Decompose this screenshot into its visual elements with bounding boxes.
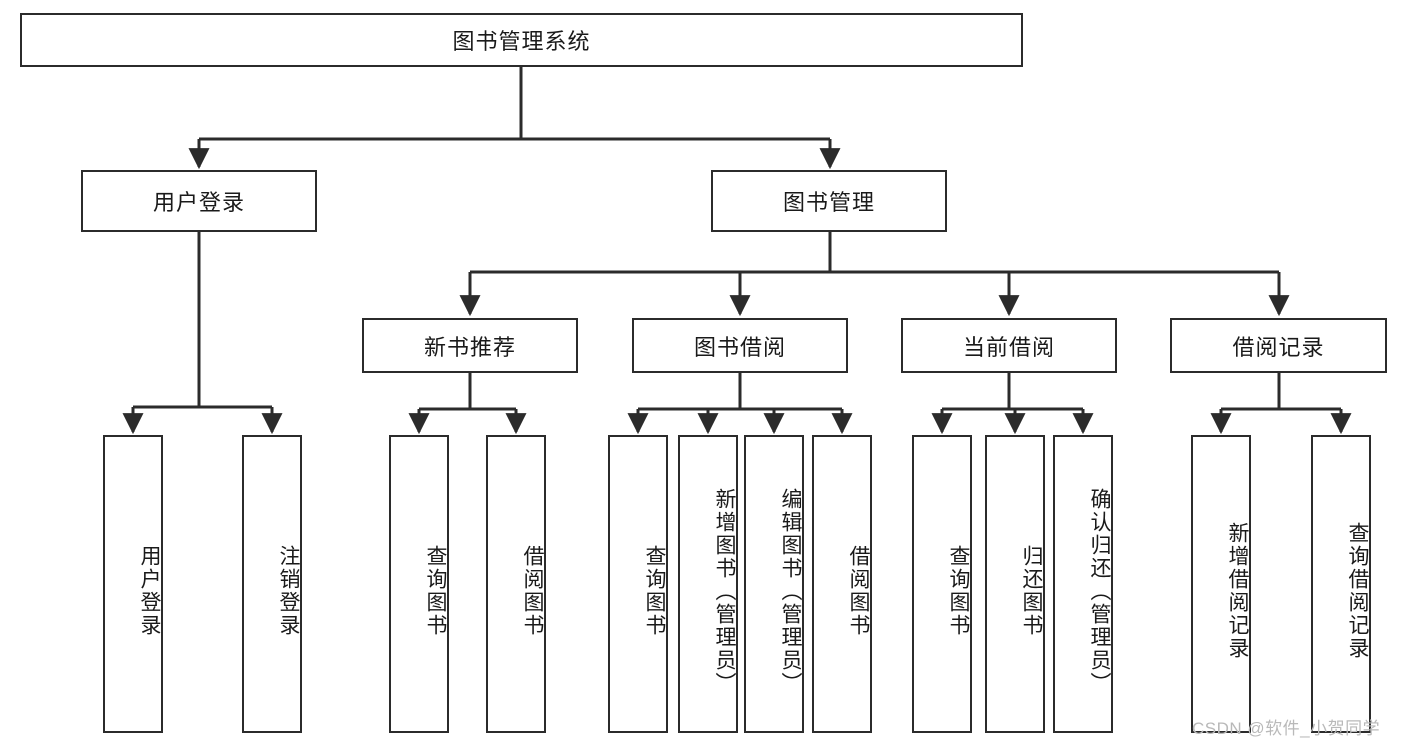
node-book-borrow[interactable]: 图书借阅	[632, 318, 848, 373]
node-leaf-query-record-label: 查询借阅记录	[1346, 522, 1369, 660]
node-current-borrow[interactable]: 当前借阅	[901, 318, 1117, 373]
node-leaf-borrow-book-rec-label: 借阅图书	[521, 545, 544, 637]
node-leaf-query-book-borrow[interactable]: 查询图书	[608, 435, 668, 733]
node-leaf-confirm-return[interactable]: 确认归还（管理员）	[1053, 435, 1113, 733]
node-leaf-query-book-rec-label: 查询图书	[424, 545, 447, 637]
node-leaf-return-book-label: 归还图书	[1020, 545, 1043, 637]
node-user-login-label: 用户登录	[152, 190, 245, 215]
node-leaf-add-record[interactable]: 新增借阅记录	[1191, 435, 1251, 733]
node-book-manage-label: 图书管理	[782, 190, 875, 215]
node-leaf-query-book-cur-label: 查询图书	[947, 545, 970, 637]
node-leaf-add-book-label: 新增图书（管理员）	[713, 487, 736, 695]
node-root-label: 图书管理系统	[452, 29, 591, 54]
node-leaf-edit-book[interactable]: 编辑图书（管理员）	[744, 435, 804, 733]
node-leaf-confirm-return-label: 确认归还（管理员）	[1088, 487, 1111, 695]
node-leaf-add-record-label: 新增借阅记录	[1226, 522, 1249, 660]
node-leaf-add-book[interactable]: 新增图书（管理员）	[678, 435, 738, 733]
node-leaf-edit-book-label: 编辑图书（管理员）	[779, 487, 802, 695]
node-new-book-rec[interactable]: 新书推荐	[362, 318, 578, 373]
node-book-borrow-label: 图书借阅	[693, 334, 786, 360]
node-leaf-user-login-label: 用户登录	[138, 545, 161, 637]
node-leaf-return-book[interactable]: 归还图书	[985, 435, 1045, 733]
node-leaf-borrow-book-label: 借阅图书	[847, 545, 870, 637]
node-book-manage[interactable]: 图书管理	[711, 170, 947, 232]
node-leaf-query-book-cur[interactable]: 查询图书	[912, 435, 972, 733]
node-root[interactable]: 图书管理系统	[20, 13, 1023, 67]
node-new-book-rec-label: 新书推荐	[423, 334, 516, 360]
node-leaf-borrow-book[interactable]: 借阅图书	[812, 435, 872, 733]
node-leaf-query-book-borrow-label: 查询图书	[643, 545, 666, 637]
node-leaf-query-record[interactable]: 查询借阅记录	[1311, 435, 1371, 733]
node-leaf-query-book-rec[interactable]: 查询图书	[389, 435, 449, 733]
watermark-csdn: CSDN @软件_小贺同学	[1192, 719, 1381, 738]
node-leaf-user-logout-label: 注销登录	[277, 545, 300, 637]
node-current-borrow-label: 当前借阅	[962, 334, 1055, 360]
node-leaf-borrow-book-rec[interactable]: 借阅图书	[486, 435, 546, 733]
node-user-login[interactable]: 用户登录	[81, 170, 317, 232]
node-leaf-user-login[interactable]: 用户登录	[103, 435, 163, 733]
node-borrow-record-label: 借阅记录	[1232, 334, 1325, 360]
node-leaf-user-logout[interactable]: 注销登录	[242, 435, 302, 733]
node-borrow-record[interactable]: 借阅记录	[1170, 318, 1387, 373]
